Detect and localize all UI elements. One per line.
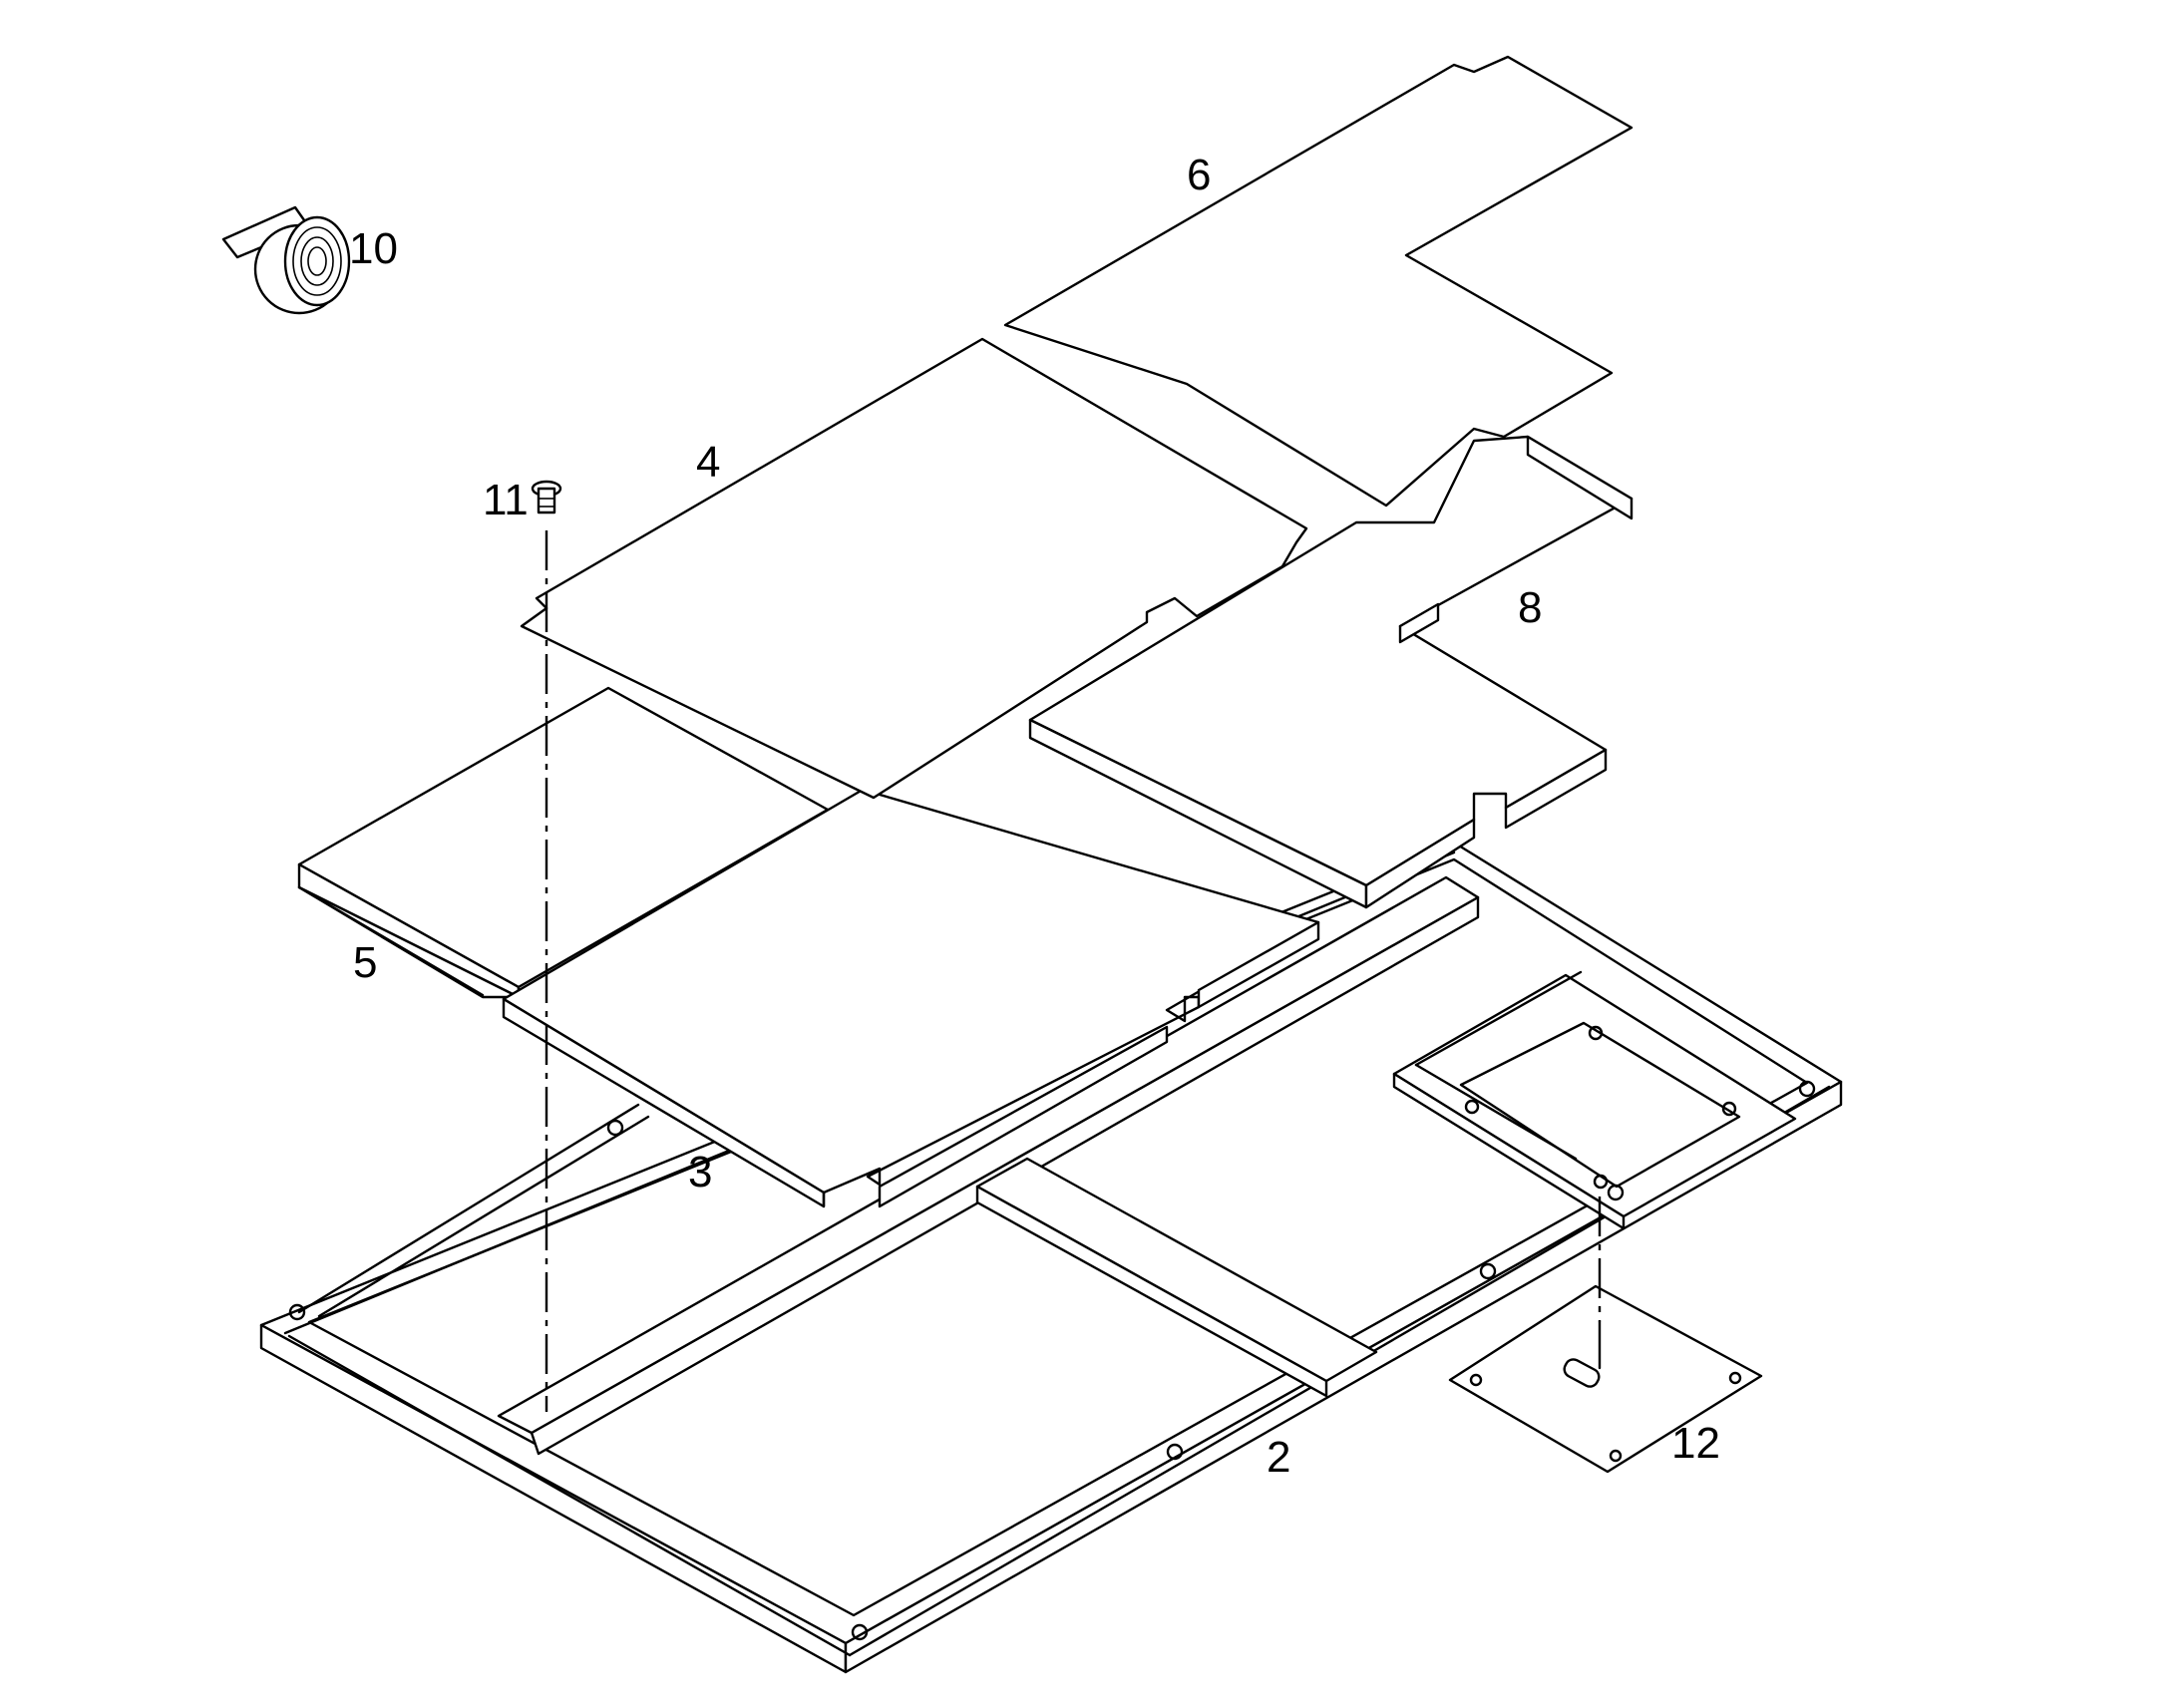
part-label-4: 4	[696, 438, 720, 487]
part-label-3: 3	[688, 1148, 712, 1196]
part-6-liner	[1003, 55, 1634, 508]
part-label-12: 12	[1671, 1419, 1720, 1468]
part-3-pad	[502, 788, 1320, 1208]
part-label-8: 8	[1518, 583, 1542, 632]
part-11-screw	[531, 480, 562, 514]
part-label-11: 11	[483, 476, 529, 524]
part-label-10: 10	[349, 224, 398, 273]
part-label-5: 5	[353, 938, 377, 987]
part-12-plate	[1448, 1284, 1763, 1474]
part-label-2: 2	[1267, 1433, 1290, 1482]
part-10-tape-roll	[221, 205, 351, 315]
part-4-liner	[520, 337, 1308, 800]
part-8-pad	[1028, 435, 1634, 909]
part-label-6: 6	[1187, 151, 1211, 199]
part-2-frame	[259, 841, 1843, 1674]
leader-lines	[545, 530, 1602, 1412]
